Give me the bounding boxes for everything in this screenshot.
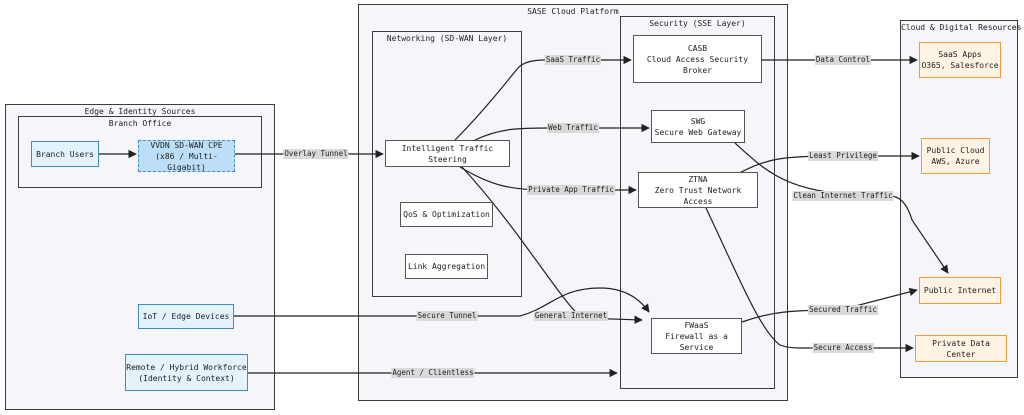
edge-identity-group-title: Edge & Identity Sources	[84, 107, 196, 116]
web-traffic-label: Web Traffic	[547, 123, 599, 133]
edge-steering-to-casb	[454, 55, 632, 141]
general-internet-label: General Internet	[533, 311, 609, 321]
saas-traffic-label: SaaS Traffic	[544, 55, 602, 65]
cloud-resources-group: Cloud & Digital Resources	[900, 20, 1022, 378]
security-layer-group-title: Security (SSE Layer)	[649, 19, 746, 28]
branch-office-group-title: Branch Office	[108, 119, 172, 128]
secure-access-label: Secure Access	[812, 343, 874, 353]
edge-iot-to-fwaas	[234, 287, 650, 317]
iot-devices-node: IoT / Edge Devices	[138, 304, 234, 329]
sase-platform-group-title: SASE Cloud Platform	[527, 7, 619, 16]
edge-swg-to-public-internet	[734, 142, 949, 274]
agent-clientless-label: Agent / Clientless	[391, 368, 475, 378]
clean-internet-traffic-label: Clean Internet Traffic	[792, 191, 894, 201]
cloud-resources-group-title: Cloud & Digital Resources	[901, 23, 1022, 32]
public-internet-node: Public Internet	[919, 277, 1001, 304]
saas-apps-node: SaaS Apps O365, Salesforce	[919, 42, 1001, 78]
networking-layer-group-title: Networking (SD-WAN Layer)	[386, 34, 508, 43]
least-privilege-label: Least Privilege	[808, 151, 878, 161]
private-data-center-node: Private Data Center	[915, 335, 1007, 362]
traffic-steering-node: Intelligent Traffic Steering	[385, 140, 510, 167]
private-app-traffic-label: Private App Traffic	[527, 185, 615, 195]
public-cloud-node: Public Cloud AWS, Azure	[921, 138, 990, 174]
edge-ztna-to-private-dc	[705, 207, 914, 353]
overlay-tunnel-label: Overlay Tunnel	[283, 149, 349, 159]
branch-users-node: Branch Users	[31, 141, 99, 167]
remote-workforce-node: Remote / Hybrid Workforce (Identity & Co…	[125, 354, 248, 391]
cpe-node: VVDN SD-WAN CPE (x86 / Multi-Gigabit)	[138, 140, 235, 172]
swg-node: SWG Secure Web Gateway	[651, 110, 745, 143]
data-control-label: Data Control	[814, 55, 872, 65]
secured-traffic-label: Secured Traffic	[808, 305, 878, 315]
casb-node: CASB Cloud Access Security Broker	[633, 35, 762, 83]
qos-optimization-node: QoS & Optimization	[400, 202, 493, 227]
link-aggregation-node: Link Aggregation	[405, 254, 488, 279]
fwaas-node: FWaaS Firewall as a Service	[651, 318, 742, 354]
ztna-node: ZTNA Zero Trust Network Access	[638, 172, 758, 208]
secure-tunnel-label: Secure Tunnel	[416, 311, 478, 321]
